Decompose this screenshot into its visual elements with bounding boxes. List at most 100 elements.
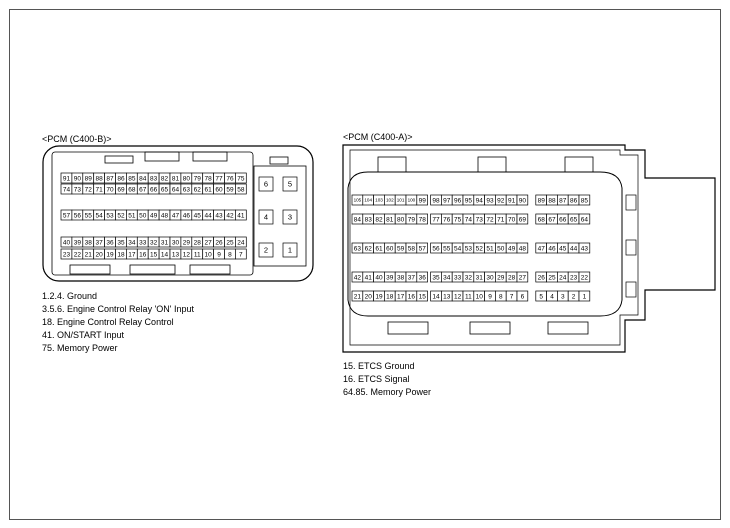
legend-line: 41. ON/START Input (42, 330, 125, 340)
pin-number: 36 (106, 239, 114, 246)
pin-number: 64 (172, 186, 180, 193)
legend-line: 16. ETCS Signal (343, 374, 410, 384)
pin-number: 15 (150, 251, 158, 258)
pin-number: 13 (172, 251, 180, 258)
pin-cell (516, 271, 529, 283)
pin-number: 4 (264, 213, 268, 222)
pin-number: 3 (288, 213, 292, 222)
pin-number: 53 (465, 245, 473, 252)
pin-number: 2 (264, 246, 268, 255)
connector-a-housing (342, 144, 716, 353)
pin-number: 87 (559, 197, 567, 204)
pin-number: 100 (408, 198, 416, 203)
pin-number: 96 (454, 197, 462, 204)
pin-number: 10 (476, 293, 484, 300)
pin-number: 20 (365, 293, 373, 300)
pin-cell (516, 194, 529, 206)
connector-a-rib (625, 194, 637, 211)
connector-b-housing (42, 145, 314, 282)
pin-number: 13 (443, 293, 451, 300)
connector-a-legend: 15. ETCS Ground 16. ETCS Signal 64.85. M… (343, 361, 431, 397)
pin-cell (578, 213, 591, 225)
connector-b-power-block (253, 165, 307, 267)
pin-number: 38 (397, 274, 405, 281)
pin-number: 42 (226, 212, 234, 219)
pin-number: 50 (139, 212, 147, 219)
pin-number: 83 (150, 175, 158, 182)
pin-number: 57 (63, 212, 71, 219)
pin-number: 23 (570, 274, 578, 281)
pin-number: 41 (365, 274, 373, 281)
pin-number: 54 (96, 212, 104, 219)
pin-number: 47 (538, 245, 546, 252)
pin-number: 27 (205, 239, 213, 246)
pin-number: 26 (538, 274, 546, 281)
pin-number: 75 (237, 175, 245, 182)
pin-number: 31 (476, 274, 484, 281)
pin-number: 46 (183, 212, 191, 219)
connector-a (342, 144, 716, 353)
legend-line: 18. Engine Control Relay Control (42, 317, 174, 327)
pin-number: 7 (239, 251, 243, 258)
connector-b-bottom-latch (69, 264, 111, 275)
pin-number: 33 (454, 274, 462, 281)
pin-number: 23 (63, 251, 71, 258)
pin-number: 67 (139, 186, 147, 193)
pin-number: 82 (375, 216, 383, 223)
outer-frame (9, 9, 721, 520)
pin-number: 11 (194, 251, 201, 258)
pin-number: 99 (419, 197, 427, 204)
pin-number: 22 (74, 251, 82, 258)
pin-number: 63 (183, 186, 191, 193)
pin-cell (235, 248, 247, 260)
pin-number: 77 (215, 175, 223, 182)
pin-number: 89 (85, 175, 93, 182)
pin-number: 18 (117, 251, 125, 258)
pin-number: 20 (96, 251, 104, 258)
pin-number: 6 (264, 180, 268, 189)
pin-number: 60 (386, 245, 394, 252)
pin-number: 76 (443, 216, 451, 223)
pin-number: 6 (521, 293, 525, 300)
pin-number: 22 (581, 274, 589, 281)
pin-number: 17 (397, 293, 405, 300)
pin-number: 7 (510, 293, 514, 300)
pin-number: 34 (443, 274, 451, 281)
pin-cell (416, 194, 428, 206)
pin-number: 74 (465, 216, 473, 223)
pin-number: 94 (476, 197, 484, 204)
pin-number: 82 (161, 175, 169, 182)
pin-number: 34 (128, 239, 136, 246)
pin-number: 74 (63, 186, 71, 193)
pin-number: 42 (354, 274, 362, 281)
pin-number: 66 (150, 186, 158, 193)
connector-b-bottom-latch (189, 264, 231, 275)
legend-line: 64.85. Memory Power (343, 387, 431, 397)
pin-cell (578, 271, 591, 283)
pin-number: 84 (139, 175, 147, 182)
pin-number: 26 (215, 239, 223, 246)
connector-a-pin-field (347, 171, 623, 317)
connector-a-bottom-latch (469, 321, 511, 335)
pin-number: 75 (454, 216, 462, 223)
pin-number: 77 (432, 216, 440, 223)
pin-number: 52 (117, 212, 125, 219)
pin-cell (235, 172, 247, 184)
pin-number: 29 (497, 274, 505, 281)
pin-number: 28 (508, 274, 516, 281)
pin-number: 35 (117, 239, 125, 246)
legend-line: 15. ETCS Ground (343, 361, 415, 371)
pin-cell (578, 242, 591, 254)
pin-number: 15 (419, 293, 427, 300)
pin-number: 78 (419, 216, 427, 223)
pin-number: 79 (408, 216, 416, 223)
pin-cell (282, 242, 298, 258)
connector-b-top-latch (192, 151, 228, 162)
pin-cell (258, 209, 274, 225)
pin-number: 49 (508, 245, 516, 252)
pin-number: 65 (161, 186, 169, 193)
pin-number: 95 (465, 197, 473, 204)
pin-number: 62 (194, 186, 202, 193)
